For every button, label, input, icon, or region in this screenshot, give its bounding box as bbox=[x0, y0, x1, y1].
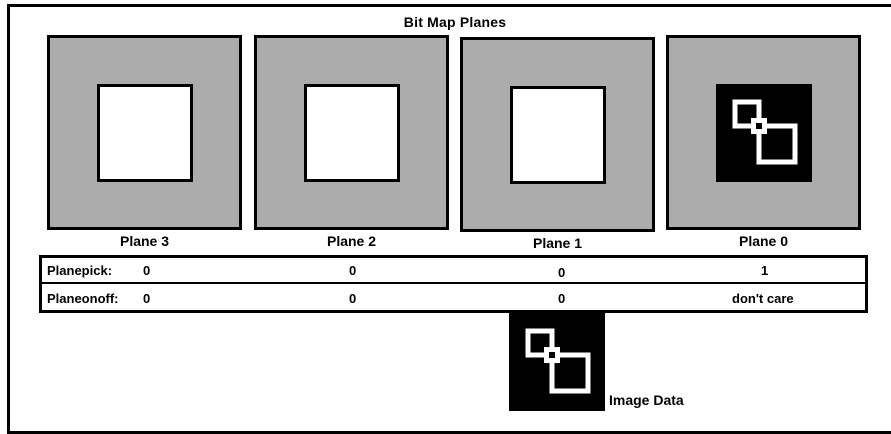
plane-2-square bbox=[304, 84, 400, 182]
planepick-plane-0: 1 bbox=[761, 263, 768, 278]
plane-0-label: Plane 0 bbox=[666, 233, 861, 249]
plane-3-box bbox=[47, 35, 242, 230]
overlapping-squares-icon bbox=[509, 313, 605, 411]
plane-1-square bbox=[510, 86, 606, 184]
plane-3-square bbox=[97, 84, 193, 182]
plane-2-box bbox=[254, 35, 449, 230]
planeonoff-label: Planeonoff: bbox=[47, 291, 119, 306]
plane-0-box bbox=[666, 35, 861, 230]
plane-0-icon-background bbox=[716, 84, 812, 182]
image-data-box bbox=[509, 313, 605, 411]
plane-1-box bbox=[460, 37, 655, 232]
plane-1-label: Plane 1 bbox=[460, 235, 655, 251]
planepick-plane-1: 0 bbox=[558, 265, 565, 280]
planeonoff-plane-2: 0 bbox=[349, 291, 356, 306]
planeonoff-plane-1: 0 bbox=[558, 291, 565, 306]
plane-2-label: Plane 2 bbox=[254, 233, 449, 249]
plane-settings-table: Planepick: 0 0 0 1 Planeonoff: 0 0 0 don… bbox=[39, 255, 868, 313]
planeonoff-plane-0: don't care bbox=[732, 291, 794, 306]
planepick-label: Planepick: bbox=[47, 263, 112, 278]
planepick-plane-3: 0 bbox=[143, 263, 150, 278]
image-data-label: Image Data bbox=[609, 392, 684, 408]
overlapping-squares-icon bbox=[716, 84, 812, 182]
diagram-title: Bit Map Planes bbox=[0, 14, 891, 30]
plane-3-label: Plane 3 bbox=[47, 233, 242, 249]
planepick-plane-2: 0 bbox=[349, 263, 356, 278]
table-row-divider bbox=[42, 282, 865, 284]
planeonoff-plane-3: 0 bbox=[143, 291, 150, 306]
